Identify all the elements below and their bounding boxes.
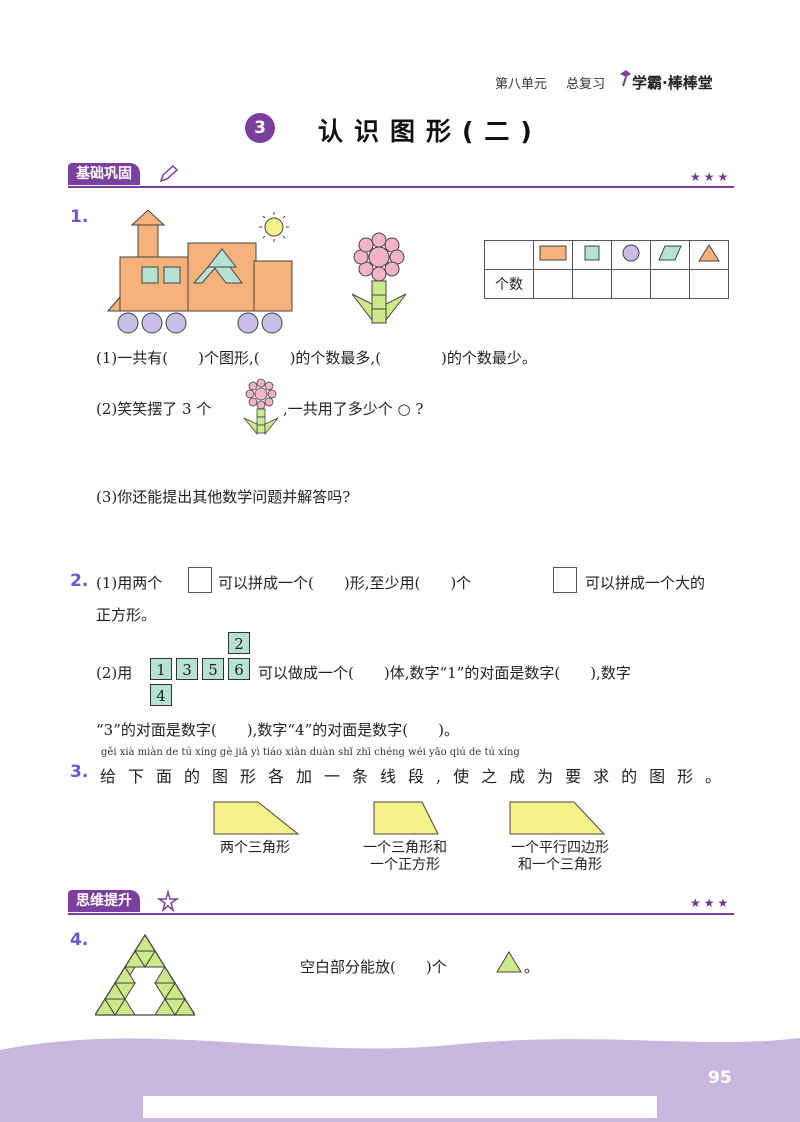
section-advanced-line [68,913,734,915]
cube-net-figure: 2 1 3 5 6 4 [150,632,254,708]
net-cell: 5 [202,658,224,680]
footer-blank-box [143,1096,657,1118]
flower-shapes-figure [351,232,407,324]
count-circle-cell[interactable] [611,269,651,299]
question-4-number: 4. [70,930,89,950]
trapezoid-shape-2 [373,801,439,835]
section-basic-stars: ★★★ [690,170,732,184]
question-1-part-1: (1)一共有( )个图形,( )的个数最多,( )的个数最少。 [96,349,537,367]
question-2-part-2a: (2)用 [96,664,133,682]
lesson-number-badge: 3 [245,113,275,143]
net-cell: 3 [176,658,198,680]
net-cell: 1 [150,658,172,680]
table-header-blank [484,240,534,270]
square-box-icon-1 [188,567,212,593]
square-icon [572,240,612,270]
shape-label-3-line-2: 和一个三角形 [518,857,602,873]
question-2-number: 2. [70,571,89,591]
section-advanced-stars: ★★★ [690,896,732,910]
count-square-cell[interactable] [572,269,612,299]
circle-icon [611,240,651,270]
rectangle-icon [533,240,573,270]
question-3-number: 3. [70,762,89,782]
count-triangle-cell[interactable] [689,269,729,299]
shape-label-2-line-1: 一个三角形和 [363,840,447,856]
question-1-part-2a: (2)笑笑摆了 3 个 [96,400,212,418]
shape-label-2-line-2: 一个正方形 [370,857,440,873]
shape-count-table: 个数 [484,240,729,299]
header-unit: 第八单元 [495,77,548,92]
question-2-part-1d: 正方形。 [96,606,157,624]
count-parallelogram-cell[interactable] [650,269,690,299]
question-1-number: 1. [70,207,89,227]
small-triangle-icon [496,951,522,973]
section-advanced-tab: 思维提升 [68,890,140,912]
question-2-part-1b: 可以拼成一个( )形,至少用( )个 [218,574,472,592]
net-cell: 2 [228,632,250,654]
parallelogram-icon [650,240,690,270]
triangle-puzzle-figure [95,933,195,1016]
trapezoid-shape-1 [213,801,300,835]
shape-label-1: 两个三角形 [220,840,290,856]
section-basic-tab: 基础巩固 [68,163,140,185]
small-flower-icon [243,378,279,436]
sparkle-star-icon [156,890,180,912]
page-title: 认识图形(二) [318,117,543,146]
question-4-text-b: 。 [524,958,540,976]
square-box-icon-2 [553,567,577,593]
section-basic-line [68,186,734,188]
train-shapes-figure [106,209,293,334]
question-2-part-2b: 可以做成一个( )体,数字“1”的对面是数字( ),数字 [258,664,631,682]
question-3-text: 给下面的图形各加一条线段,使之成为要求的图形。 [100,767,734,786]
page-number: 95 [708,1068,732,1088]
question-2-part-1a: (1)用两个 [96,574,163,592]
pencil-icon [159,164,179,183]
triangle-icon [689,240,729,270]
question-4-text-a: 空白部分能放( )个 [300,958,447,976]
trapezoid-shape-3 [509,801,606,835]
question-2-part-1c: 可以拼成一个大的 [585,574,706,592]
question-3-pinyin: gěi xià miàn de tú xíng gè jiā yì tiáo x… [101,747,520,758]
header-review: 总复习 [566,77,606,92]
question-2-part-2c: “3”的对面是数字( ),数字“4”的对面是数字( )。 [96,721,459,739]
table-row-label: 个数 [484,269,534,299]
net-cell: 6 [228,658,250,680]
shape-label-3-line-1: 一个平行四边形 [511,840,609,856]
question-1-part-2b: ,一共用了多少个 ○ ? [283,400,424,418]
count-rectangle-cell[interactable] [533,269,573,299]
header-brand: 学霸·棒棒堂 [632,74,713,92]
net-cell: 4 [150,684,172,706]
question-1-part-3: (3)你还能提出其他数学问题并解答吗? [96,488,351,506]
mortarboard-icon [620,70,631,87]
